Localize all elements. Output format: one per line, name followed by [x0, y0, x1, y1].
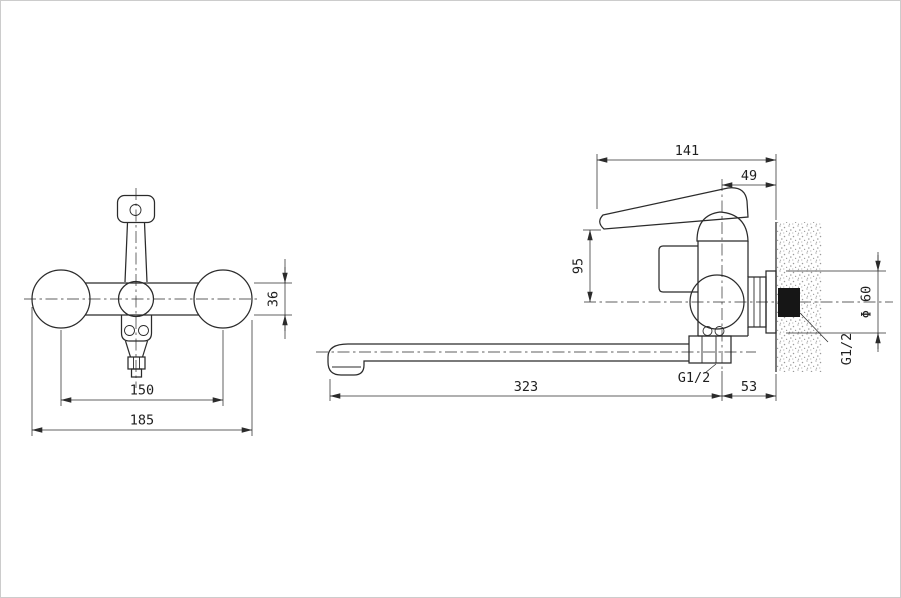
lever-blade — [599, 187, 749, 230]
side-dimensions: 141 49 95 Φ 60 G1/2 323 — [329, 143, 886, 401]
handle-stem-right — [143, 222, 148, 283]
wall-escutcheon-flange — [765, 270, 777, 334]
outlet-cone-right — [141, 340, 149, 358]
mount-flange-right — [193, 269, 253, 329]
dim-label-wall-thread: G1/2 — [839, 333, 855, 366]
lever-dome-cap — [696, 211, 749, 242]
front-view: 36 150 185 — [24, 188, 292, 436]
dim-label-cap-to-wall: 49 — [741, 168, 757, 184]
handle-screw-cap — [129, 204, 142, 216]
leader-line — [704, 363, 717, 374]
dim-label-overall-width: 185 — [130, 413, 154, 429]
front-dimensions: 36 150 185 — [31, 259, 292, 436]
dim-label-spout-length: 323 — [514, 379, 538, 395]
dim-label-spout-thread: G1/2 — [678, 370, 711, 386]
spout-tube — [327, 343, 689, 376]
diverter-block — [658, 245, 698, 293]
wall-pipe-section — [778, 288, 800, 317]
side-view: 141 49 95 Φ 60 G1/2 323 — [316, 143, 893, 401]
mount-flange-left — [31, 269, 91, 329]
front-centerlines — [24, 188, 258, 388]
spout-union-nut — [688, 335, 732, 364]
handle-head — [116, 194, 156, 224]
handle-stem-left — [124, 222, 129, 283]
front-spout-outlet — [120, 315, 153, 378]
side-spout — [327, 335, 732, 376]
dim-label-body-height: 36 — [266, 291, 282, 307]
outlet-tip — [130, 368, 143, 378]
leader-line — [799, 312, 829, 343]
dim-label-overall-depth: 141 — [675, 143, 699, 159]
outlet-cone-left — [124, 340, 132, 358]
dim-label-wall-inset: 53 — [741, 379, 757, 395]
front-body — [31, 269, 253, 329]
front-handle — [116, 194, 156, 283]
side-body — [658, 241, 777, 337]
wall-section — [775, 222, 822, 372]
dim-label-mount-centers: 150 — [130, 383, 154, 399]
cartridge-circle — [117, 280, 155, 318]
outlet-button-right — [138, 325, 149, 336]
valve-circle — [689, 274, 745, 330]
side-handle-lever — [599, 187, 749, 242]
dim-label-flange-diameter: Φ 60 — [859, 286, 875, 319]
outlet-housing — [120, 315, 153, 342]
outlet-button-left — [124, 325, 135, 336]
dim-label-handle-height: 95 — [571, 258, 587, 274]
